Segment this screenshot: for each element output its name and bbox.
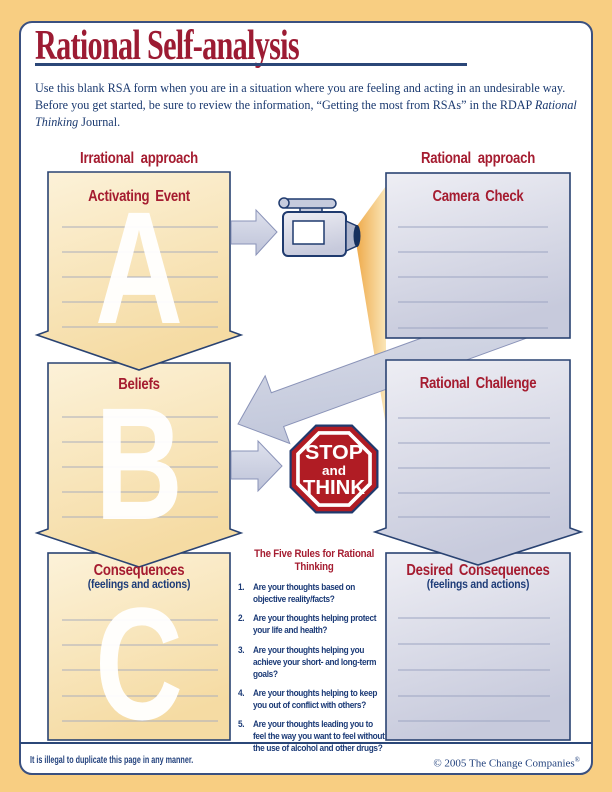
page-title: Rational Self-analysis [35,23,300,69]
consequences-title: Consequences [93,562,185,579]
five-rules-heading: The Five Rules for Rational Thinking [254,548,375,574]
title-underline [35,63,467,66]
column-header-rational: Rational approach [420,150,536,167]
desired-consequences-title: Desired Consequences [406,562,550,579]
publisher-text: © 2005 The Change Companies [433,757,575,770]
intro-journal-name: Rational Thinking [35,98,577,129]
five-rules-item: 3. Are your thoughts helping you achieve… [238,644,390,680]
item-text: Are your thoughts helping you achieve yo… [252,643,377,679]
beliefs-title: Beliefs [118,376,160,393]
item-number: 4. [238,686,245,698]
footer-divider [20,742,592,744]
intro-paragraph: Use this blank RSA form when you are in … [35,80,584,131]
activating-event-title: Activating Event [88,188,190,205]
item-text: Are your thoughts based on objective rea… [252,581,355,605]
item-number: 5. [238,717,245,729]
five-rules-item: 1. Are your thoughts based on objective … [238,581,390,605]
camera-check-title: Camera Check [432,188,524,205]
item-text: Are your thoughts leading you to feel th… [252,717,385,753]
item-text: Are your thoughts helping protect your l… [252,612,377,636]
five-rules-item: 2. Are your thoughts helping protect you… [238,612,390,636]
item-number: 2. [238,612,245,624]
item-number: 1. [238,581,245,593]
desired-consequences-subtitle: (feelings and actions) [426,579,530,591]
intro-text: Use this blank RSA form when you are in … [35,81,566,112]
five-rules-panel: The Five Rules for Rational Thinking 1. … [238,548,390,754]
registered-mark: ® [574,756,580,764]
footer-copyright-warning: It is illegal to duplicate this page in … [30,755,194,766]
rational-challenge-title: Rational Challenge [419,375,537,392]
consequences-subtitle: (feelings and actions) [87,579,191,591]
five-rules-item: 4. Are your thoughts helping to keep you… [238,687,390,711]
column-header-irrational: Irrational approach [80,150,198,167]
item-number: 3. [238,643,245,655]
intro-text-end: Journal. [78,115,121,129]
five-rules-item: 5. Are your thoughts leading you to feel… [238,718,390,754]
footer-publisher: © 2005 The Change Companies® [428,756,580,770]
item-text: Are your thoughts helping to keep you ou… [252,686,378,710]
